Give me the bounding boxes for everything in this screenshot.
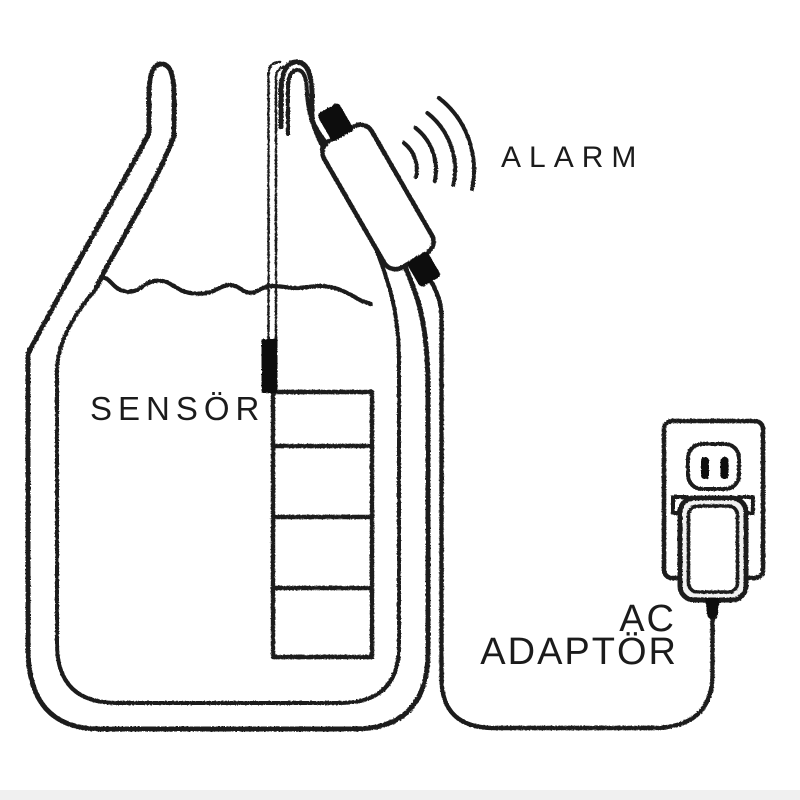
adaptor-face <box>686 504 740 594</box>
level-scale <box>270 389 375 660</box>
ac-adaptor-label-line1: AC <box>619 598 676 640</box>
adaptor-cable-nub <box>705 598 720 619</box>
tank-outer-outline <box>25 59 431 732</box>
footer-bar <box>0 790 800 800</box>
socket-slot-right <box>720 457 729 479</box>
ac-adaptor-label-line2: ADAPTÖR <box>480 631 678 673</box>
sensor-tip <box>261 339 278 393</box>
power-cable <box>418 263 715 731</box>
outlet-socket <box>686 442 741 491</box>
socket-slot-left <box>701 457 709 479</box>
water-level-line <box>93 275 374 307</box>
alarm-top-connector <box>318 103 353 141</box>
ac-adaptor <box>671 495 755 619</box>
alarm-body <box>320 122 436 272</box>
alarm-unit <box>318 103 440 287</box>
sensor-rod <box>267 60 286 343</box>
sensor-label: SENSÖR <box>90 390 265 427</box>
alarm-bottom-connector <box>407 252 440 287</box>
signal-waves-icon <box>402 96 476 191</box>
tank-inner-outline <box>55 68 401 705</box>
alarm-label: ALARM <box>501 141 644 174</box>
